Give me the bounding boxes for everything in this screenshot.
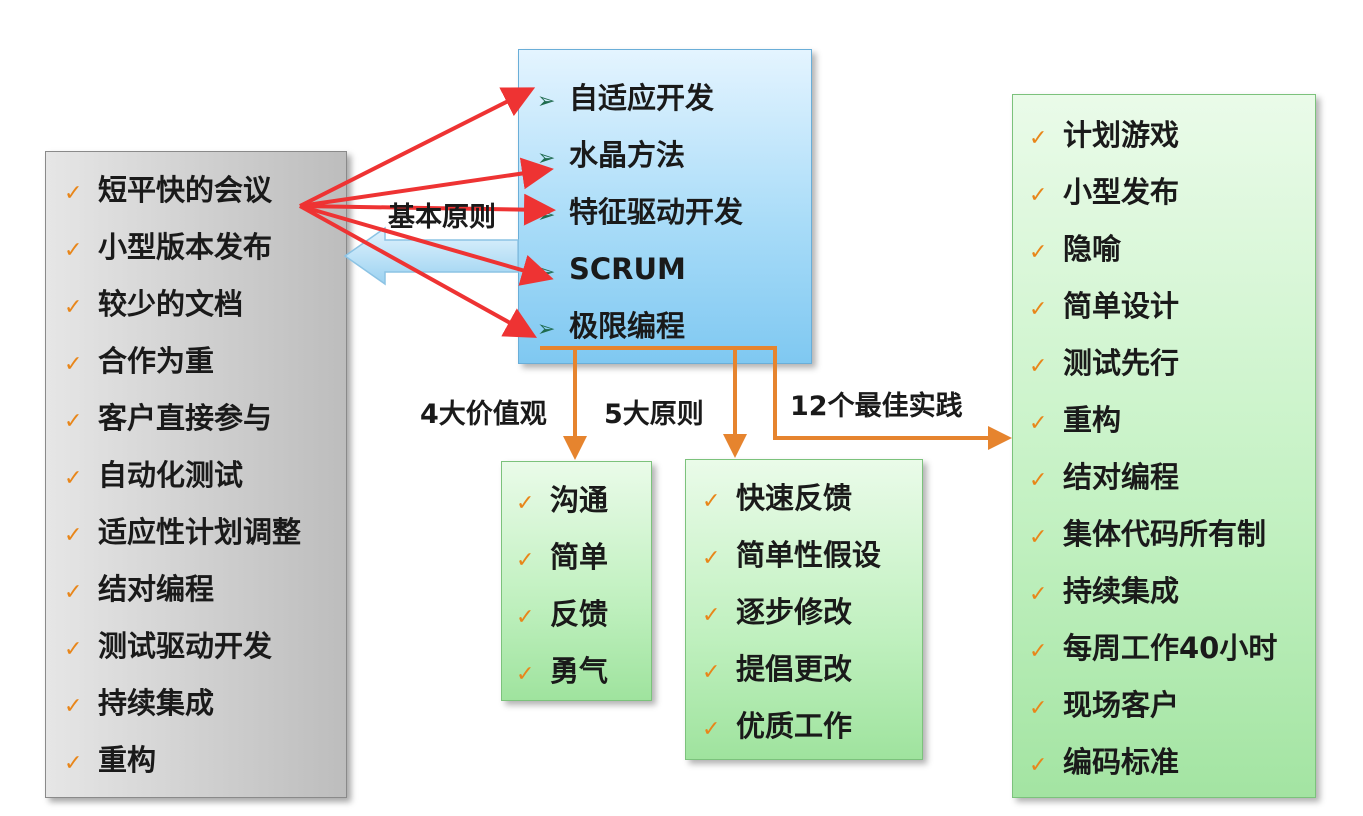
check-icon: ✓ [1029,297,1048,322]
check-icon: ✓ [1029,639,1048,664]
left-item: ✓自动化测试 [64,457,243,497]
xp-practices-box: ✓计划游戏 ✓小型发布 ✓隐喻 ✓简单设计 ✓测试先行 ✓重构 ✓结对编程 ✓集… [1012,94,1316,798]
check-icon: ✓ [1029,753,1048,778]
check-icon: ✓ [1029,468,1048,493]
xp-practice-item: ✓计划游戏 [1029,117,1179,157]
red-arrow-xp [299,204,537,338]
value-item: ✓简单 [516,539,608,579]
xp-practice-item: ✓重构 [1029,402,1121,442]
check-icon: ✓ [64,181,83,206]
red-arrow-crystal [299,157,554,208]
check-icon: ✓ [1029,696,1048,721]
basic-principles-arrow [343,226,519,286]
triangle-bullet-icon: ➢ [537,317,556,342]
red-arrow-scrum [299,204,554,286]
value-item: ✓勇气 [516,653,608,693]
xp-practice-item: ✓现场客户 [1029,687,1179,727]
principles-box: ✓快速反馈 ✓简单性假设 ✓逐步修改 ✓提倡更改 ✓优质工作 [685,459,923,760]
xp-practice-item: ✓结对编程 [1029,459,1179,499]
check-icon: ✓ [516,605,535,630]
xp-practice-item: ✓测试先行 [1029,345,1179,385]
value-item: ✓反馈 [516,596,608,636]
left-item: ✓小型版本发布 [64,229,272,269]
left-item: ✓短平快的会议 [64,172,272,212]
check-icon: ✓ [702,717,721,742]
check-icon: ✓ [516,662,535,687]
method-item: ➢极限编程 [537,308,685,348]
left-item: ✓客户直接参与 [64,400,272,440]
method-item: ➢自适应开发 [537,80,714,120]
check-icon: ✓ [516,548,535,573]
left-item: ✓合作为重 [64,343,214,383]
xp-practice-item: ✓编码标准 [1029,744,1179,784]
check-icon: ✓ [1029,126,1048,151]
value-item: ✓沟通 [516,482,608,522]
check-icon: ✓ [516,491,535,516]
principle-item: ✓快速反馈 [702,480,852,520]
check-icon: ✓ [1029,183,1048,208]
check-icon: ✓ [64,580,83,605]
check-icon: ✓ [1029,582,1048,607]
check-icon: ✓ [1029,354,1048,379]
red-arrow-adaptive [299,87,536,208]
orange-arrow-practices [735,346,1012,450]
values-box: ✓沟通 ✓简单 ✓反馈 ✓勇气 [501,461,652,701]
check-icon: ✓ [1029,525,1048,550]
left-item: ✓适应性计划调整 [64,514,301,554]
five-principles-label: 5大原则 [604,399,704,430]
check-icon: ✓ [702,603,721,628]
four-values-label: 4大价值观 [420,399,547,430]
check-icon: ✓ [64,523,83,548]
check-icon: ✓ [64,751,83,776]
xp-practice-item: ✓简单设计 [1029,288,1179,328]
xp-practice-item: ✓小型发布 [1029,174,1179,214]
xp-practice-item: ✓每周工作40小时 [1029,630,1277,670]
principle-item: ✓优质工作 [702,708,852,748]
principle-item: ✓简单性假设 [702,537,881,577]
check-icon: ✓ [64,409,83,434]
left-item: ✓重构 [64,742,156,782]
check-icon: ✓ [702,489,721,514]
check-icon: ✓ [64,352,83,377]
basic-principles-label: 基本原则 [388,202,496,233]
red-arrow-fdd [299,193,556,226]
principle-item: ✓逐步修改 [702,594,852,634]
check-icon: ✓ [64,238,83,263]
left-item: ✓结对编程 [64,571,214,611]
xp-practice-item: ✓持续集成 [1029,573,1179,613]
check-icon: ✓ [64,637,83,662]
check-icon: ✓ [1029,411,1048,436]
left-item: ✓测试驱动开发 [64,628,272,668]
check-icon: ✓ [64,694,83,719]
left-item: ✓持续集成 [64,685,214,725]
check-icon: ✓ [702,546,721,571]
check-icon: ✓ [64,466,83,491]
triangle-bullet-icon: ➢ [537,89,556,114]
xp-practice-item: ✓集体代码所有制 [1029,516,1266,556]
agile-practices-box: ✓短平快的会议 ✓小型版本发布 ✓较少的文档 ✓合作为重 ✓客户直接参与 ✓自动… [45,151,347,798]
check-icon: ✓ [1029,240,1048,265]
left-item: ✓较少的文档 [64,286,243,326]
xp-practice-item: ✓隐喻 [1029,231,1121,271]
check-icon: ✓ [702,660,721,685]
check-icon: ✓ [64,295,83,320]
twelve-practices-label: 12个最佳实践 [790,391,963,422]
principle-item: ✓提倡更改 [702,651,852,691]
